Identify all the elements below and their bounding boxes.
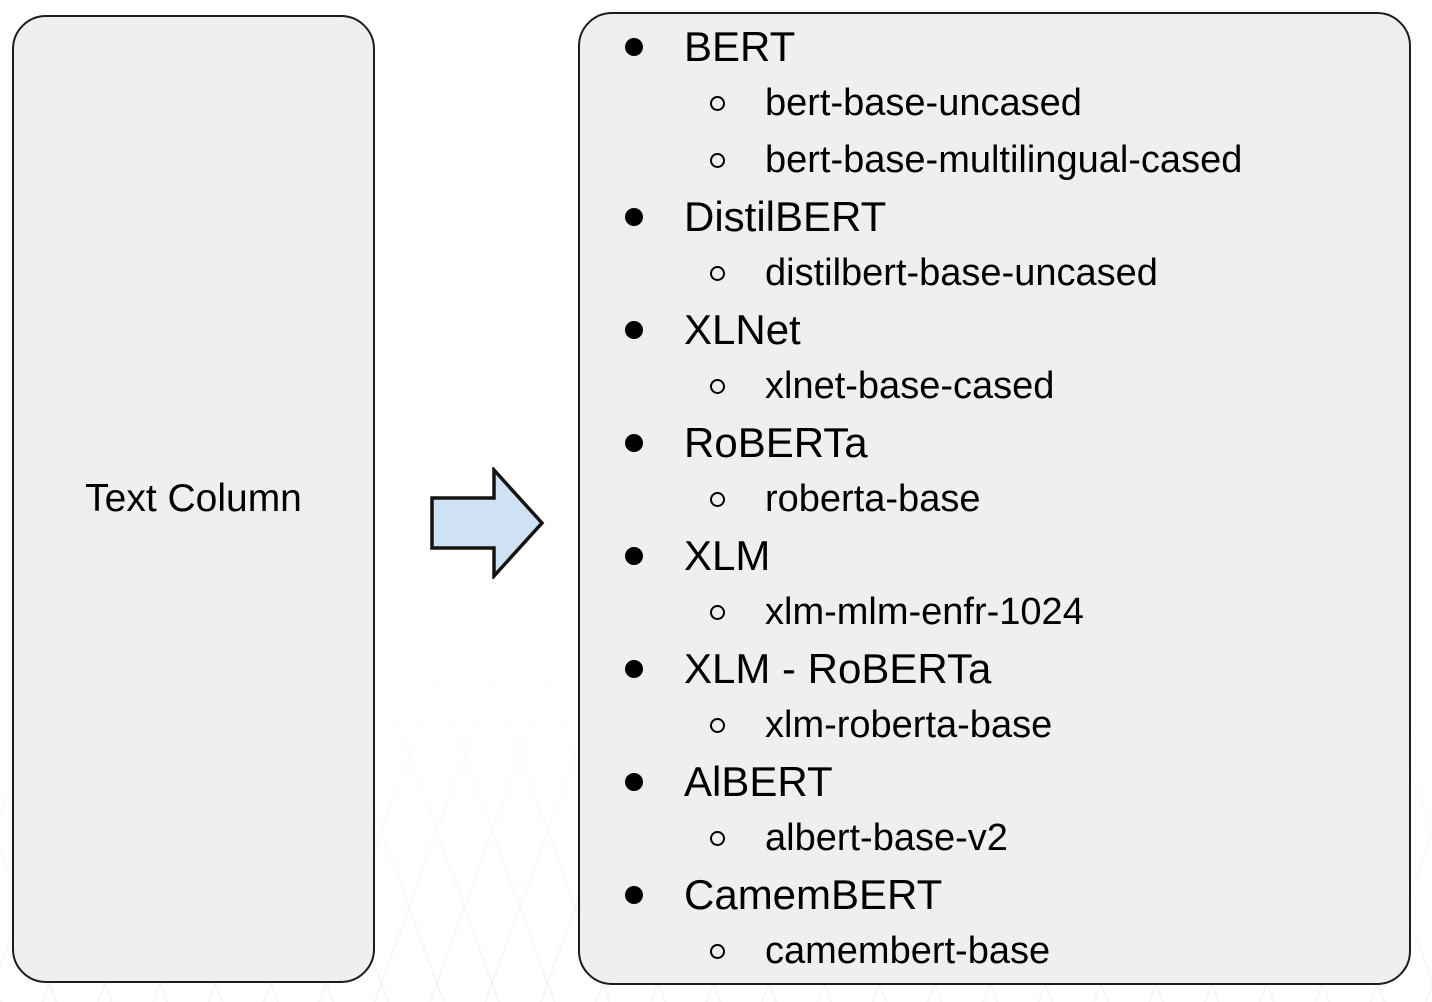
variant-name: xlm-roberta-base (765, 703, 1053, 746)
bullet-hollow-icon (710, 265, 725, 281)
text-column-box: Text Column (12, 15, 375, 983)
variant-item: roberta-base (580, 471, 1409, 528)
bullet-filled-icon (625, 885, 643, 904)
bullet-hollow-icon (710, 717, 725, 733)
model-name: AlBERT (684, 757, 833, 805)
model-item: AlBERT (580, 754, 1409, 811)
bullet-hollow-icon (710, 152, 725, 168)
bullet-filled-icon (625, 659, 643, 678)
bullet-hollow-icon (710, 604, 725, 620)
variant-name: xlnet-base-cased (765, 364, 1055, 407)
bullet-filled-icon (625, 207, 643, 226)
bullet-hollow-icon (710, 491, 725, 507)
model-name: XLNet (684, 305, 801, 353)
model-name: RoBERTa (684, 418, 868, 466)
model-item: BERT (580, 19, 1409, 76)
variant-name: camembert-base (765, 929, 1051, 972)
model-item: CamemBERT (580, 867, 1409, 924)
variant-name: bert-base-multilingual-cased (765, 138, 1243, 181)
variant-item: xlm-roberta-base (580, 697, 1409, 754)
bullet-hollow-icon (710, 96, 725, 112)
model-item: DistilBERT (580, 189, 1409, 246)
bullet-hollow-icon (710, 943, 725, 959)
model-name: XLM - RoBERTa (684, 644, 992, 692)
bullet-filled-icon (625, 320, 643, 339)
variant-item: distilbert-base-uncased (580, 245, 1409, 302)
variant-name: bert-base-uncased (765, 82, 1082, 125)
bullet-filled-icon (625, 38, 643, 57)
variant-name: roberta-base (765, 477, 981, 520)
variant-item: bert-base-uncased (580, 76, 1409, 133)
model-name: BERT (684, 23, 796, 71)
bullet-filled-icon (625, 546, 643, 565)
bullet-hollow-icon (710, 378, 725, 394)
variant-item: bert-base-multilingual-cased (580, 132, 1409, 189)
model-name: DistilBERT (684, 192, 887, 240)
model-item: XLM - RoBERTa (580, 641, 1409, 698)
model-item: RoBERTa (580, 415, 1409, 472)
text-column-label: Text Column (85, 476, 302, 520)
variant-item: albert-base-v2 (580, 810, 1409, 867)
variant-name: albert-base-v2 (765, 816, 1008, 859)
variant-item: xlnet-base-cased (580, 358, 1409, 415)
bullet-hollow-icon (710, 830, 725, 846)
variant-item: camembert-base (580, 923, 1409, 980)
model-name: CamemBERT (684, 870, 943, 918)
right-arrow-icon (430, 467, 545, 579)
variant-name: distilbert-base-uncased (765, 251, 1158, 294)
bullet-filled-icon (625, 433, 643, 452)
model-item: XLNet (580, 302, 1409, 359)
models-list: BERT bert-base-uncased bert-base-multili… (580, 19, 1409, 980)
variant-item: xlm-mlm-enfr-1024 (580, 584, 1409, 641)
model-name: XLM (684, 531, 771, 579)
models-list-box: BERT bert-base-uncased bert-base-multili… (578, 12, 1411, 985)
variant-name: xlm-mlm-enfr-1024 (765, 590, 1084, 633)
bullet-filled-icon (625, 772, 643, 791)
model-item: XLM (580, 528, 1409, 585)
